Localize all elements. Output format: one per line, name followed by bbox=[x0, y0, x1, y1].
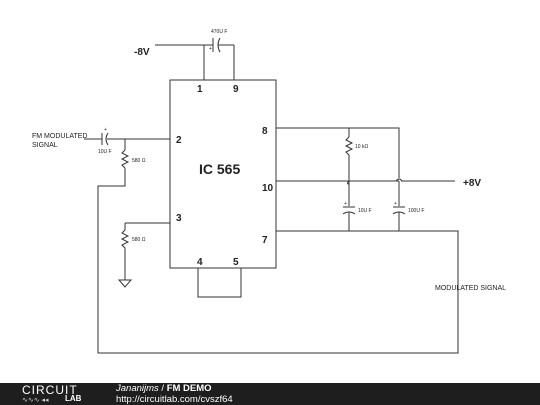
wire-pin4-pin5 bbox=[197, 268, 242, 298]
footer-meta: Jananijms / FM DEMO http://circuitlab.co… bbox=[116, 384, 233, 405]
svg-text:+: + bbox=[104, 127, 107, 133]
capacitor-10u-input: + bbox=[101, 127, 109, 146]
res-pin3-label: 580 Ω bbox=[132, 237, 146, 243]
pin-3-label: 3 bbox=[176, 213, 182, 224]
output-label: MODULATED SIGNAL bbox=[435, 285, 506, 292]
ic-body bbox=[169, 79, 277, 269]
input-label-line1: FM MODULATED bbox=[32, 133, 87, 140]
circuit-schematic: IC 565 1 9 2 3 8 10 7 4 5 -8V + 470U F F… bbox=[32, 29, 506, 354]
ground-icon bbox=[117, 279, 133, 288]
junction-hop bbox=[395, 178, 403, 182]
circuitlab-logo[interactable]: CIRCUIT ∿∿∿ ◂◂ LAB bbox=[22, 384, 92, 404]
pin-4-label: 4 bbox=[197, 257, 203, 268]
pin-1-label: 1 bbox=[197, 84, 203, 95]
input-label-line2: SIGNAL bbox=[32, 142, 58, 149]
svg-text:+: + bbox=[209, 46, 212, 52]
meta-separator: / bbox=[158, 383, 167, 394]
circuit-title[interactable]: FM DEMO bbox=[166, 383, 212, 394]
pin-5-label: 5 bbox=[233, 257, 239, 268]
pin-9-label: 9 bbox=[233, 84, 239, 95]
pin-7-label: 7 bbox=[262, 235, 268, 246]
circuit-url[interactable]: http://circuitlab.com/cvszf64 bbox=[116, 394, 233, 405]
logo-bottom-text: LAB bbox=[65, 394, 82, 403]
svg-text:+: + bbox=[344, 201, 347, 207]
wire-pin8 bbox=[276, 127, 400, 178]
pin-8-label: 8 bbox=[262, 126, 268, 137]
cap-10u-label: 10U F bbox=[358, 208, 372, 214]
footer-bar: CIRCUIT ∿∿∿ ◂◂ LAB Jananijms / FM DEMO h… bbox=[0, 383, 540, 405]
author-name[interactable]: Jananijms bbox=[116, 383, 159, 394]
supply-negative-label: -8V bbox=[134, 47, 150, 58]
wire-loop bbox=[97, 168, 459, 354]
ic-label: IC 565 bbox=[199, 161, 240, 177]
cap-100u-label: 100U F bbox=[408, 208, 424, 214]
resistor-580-pin3 bbox=[120, 223, 130, 280]
pin-2-label: 2 bbox=[176, 135, 182, 146]
supply-positive-label: +8V bbox=[463, 178, 481, 189]
capacitor-470u: + bbox=[209, 37, 221, 53]
logo-top-text: CIRCUIT bbox=[22, 383, 78, 397]
res-pin2-label: 580 Ω bbox=[132, 158, 146, 164]
pin-10-label: 10 bbox=[262, 183, 274, 194]
logo-wave-icon: ∿∿∿ ◂◂ bbox=[22, 397, 49, 404]
res-10k-label: 10 kΩ bbox=[355, 144, 368, 150]
resistor-10k bbox=[344, 136, 354, 181]
svg-text:+: + bbox=[394, 201, 397, 207]
resistor-580-pin2 bbox=[120, 149, 130, 169]
cap-470u-label: 470U F bbox=[211, 29, 227, 35]
cap-input-label: 10U F bbox=[98, 149, 112, 155]
